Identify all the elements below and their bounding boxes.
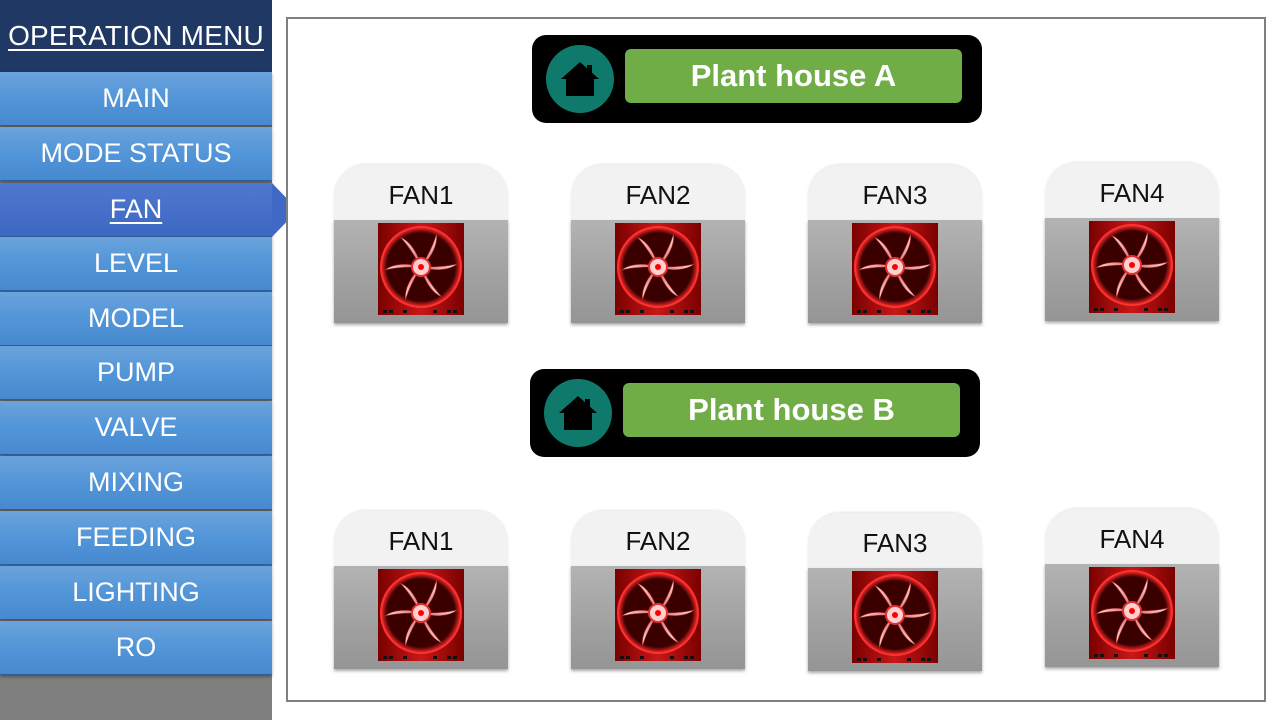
sidebar-item-model[interactable]: MODEL [0, 292, 272, 346]
sidebar-item-feeding[interactable]: FEEDING [0, 511, 272, 565]
fan-card-a3[interactable]: FAN3 [808, 165, 982, 323]
house-banner-a: Plant house A [532, 35, 982, 123]
fan-icon[interactable] [615, 223, 701, 315]
fan-icon[interactable] [378, 569, 464, 661]
fan-card-b3[interactable]: FAN3 [808, 513, 982, 671]
fan-icon[interactable] [852, 571, 938, 663]
sidebar-item-label: MAIN [102, 83, 170, 113]
fan-card-b2[interactable]: FAN2 [571, 511, 745, 669]
sidebar-item-label: VALVE [94, 412, 178, 442]
fan-label: FAN2 [571, 511, 745, 571]
sidebar-item-lighting[interactable]: LIGHTING [0, 566, 272, 620]
fan-label: FAN1 [334, 511, 508, 571]
fan-icon[interactable] [1089, 567, 1175, 659]
fan-icon[interactable] [378, 223, 464, 315]
fan-card-a2[interactable]: FAN2 [571, 165, 745, 323]
sidebar-item-label: LEVEL [93, 248, 179, 278]
fan-label: FAN4 [1045, 163, 1219, 223]
sidebar-item-pump[interactable]: PUMP [0, 346, 272, 400]
sidebar-item-label: RO [115, 632, 157, 662]
fan-label: FAN3 [808, 165, 982, 225]
house-label: Plant house B [623, 383, 960, 437]
sidebar-item-ro[interactable]: RO [0, 621, 272, 675]
fan-card-b4[interactable]: FAN4 [1045, 509, 1219, 667]
sidebar-item-label: MIXING [87, 467, 184, 497]
sidebar-item-valve[interactable]: VALVE [0, 401, 272, 455]
sidebar-item-mixing[interactable]: MIXING [0, 456, 272, 510]
sidebar-item-mode-status[interactable]: MODE STATUS [0, 127, 272, 181]
fan-card-b1[interactable]: FAN1 [334, 511, 508, 669]
operation-menu-sidebar: OPERATION MENU MAIN MODE STATUS FAN LEVE… [0, 0, 272, 720]
sidebar-item-label: PUMP [96, 357, 175, 387]
fan-card-a1[interactable]: FAN1 [334, 165, 508, 323]
fan-icon[interactable] [852, 223, 938, 315]
fan-icon[interactable] [1089, 221, 1175, 313]
house-icon [544, 379, 612, 447]
sidebar-item-label: FEEDING [75, 522, 196, 552]
fan-icon[interactable] [615, 569, 701, 661]
sidebar-item-label: FAN [109, 194, 163, 224]
house-label: Plant house A [625, 49, 962, 103]
fan-label: FAN4 [1045, 509, 1219, 569]
fan-card-a4[interactable]: FAN4 [1045, 163, 1219, 321]
fan-label: FAN1 [334, 165, 508, 225]
menu-title: OPERATION MENU [0, 0, 272, 72]
fan-label: FAN2 [571, 165, 745, 225]
sidebar-item-label: MODE STATUS [40, 138, 232, 168]
sidebar-item-label: LIGHTING [72, 577, 200, 607]
house-banner-b: Plant house B [530, 369, 980, 457]
house-icon [546, 45, 614, 113]
sidebar-item-main[interactable]: MAIN [0, 72, 272, 126]
fan-label: FAN3 [808, 513, 982, 573]
sidebar-item-label: MODEL [87, 303, 185, 333]
sidebar-item-level[interactable]: LEVEL [0, 237, 272, 291]
sidebar-item-fan[interactable]: FAN [0, 183, 272, 237]
